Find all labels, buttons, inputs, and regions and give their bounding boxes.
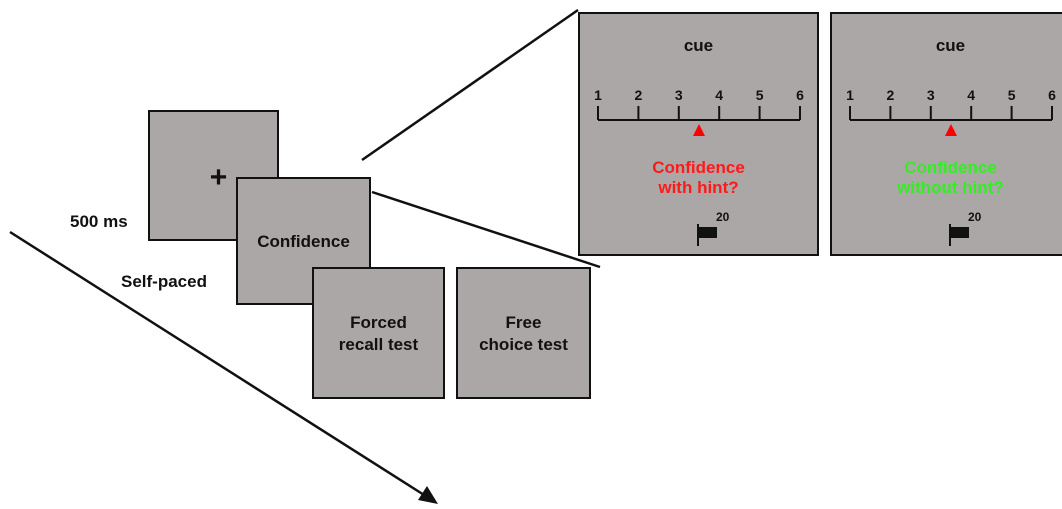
scale-tick-label: 3 — [675, 87, 683, 103]
forced-recall-label-line2: recall test — [338, 335, 419, 354]
time-arrowhead — [418, 486, 438, 504]
scale-tick-label: 5 — [1008, 87, 1016, 103]
time-arrow — [9, 230, 433, 502]
forced-recall-label-line1: Forced — [350, 313, 407, 332]
flag-icon — [951, 227, 969, 238]
free-choice-label-line2: choice test — [479, 335, 568, 354]
confidence-duration-label: Self-paced — [121, 272, 207, 291]
marker-triangle — [693, 124, 705, 136]
question-text: Confidence with hint? — [580, 158, 817, 198]
scale-tick-label: 5 — [756, 87, 764, 103]
zoom-line-top — [361, 8, 579, 162]
scale-tick-label: 1 — [594, 87, 602, 103]
fixation-duration-label: 500 ms — [70, 212, 128, 231]
scale-tick-label: 4 — [967, 87, 975, 103]
question-line2: without hint? — [897, 178, 1004, 197]
question-text: Confidence without hint? — [832, 158, 1062, 198]
marker-triangle — [945, 124, 957, 136]
scale-tick-label: 6 — [1048, 87, 1056, 103]
confidence-panel-with-hint: cue 1 2 3 4 5 6 Confidence with hint? 20 — [578, 12, 819, 256]
scale-tick-label: 1 — [846, 87, 854, 103]
flag-icon — [699, 227, 717, 238]
scale-tick-label: 6 — [796, 87, 804, 103]
scale-tick-label: 4 — [715, 87, 723, 103]
confidence-scale: 1 2 3 4 5 6 — [846, 87, 1056, 246]
confidence-screen-label: Confidence — [257, 232, 350, 251]
flag-value: 20 — [968, 210, 982, 224]
question-line2: with hint? — [658, 178, 739, 197]
flag-value: 20 — [716, 210, 730, 224]
confidence-panel-without-hint: cue 1 2 3 4 5 6 Confidence without hint? 20 — [830, 12, 1062, 256]
zoom-line-bottom — [371, 190, 601, 269]
free-choice-screen: Free choice test — [456, 267, 591, 399]
cue-label: cue — [683, 36, 714, 55]
scale-tick-label: 2 — [887, 87, 895, 103]
scale-tick-label: 2 — [635, 87, 643, 103]
cue-label: cue — [935, 36, 966, 55]
question-line1: Confidence — [652, 158, 745, 177]
fixation-cross: + — [209, 161, 228, 194]
confidence-scale: 1 2 3 4 5 6 — [594, 87, 804, 246]
free-choice-label-line1: Free — [505, 313, 542, 332]
scale-tick-label: 3 — [927, 87, 935, 103]
forced-recall-screen: Forced recall test — [312, 267, 445, 399]
question-line1: Confidence — [904, 158, 997, 177]
